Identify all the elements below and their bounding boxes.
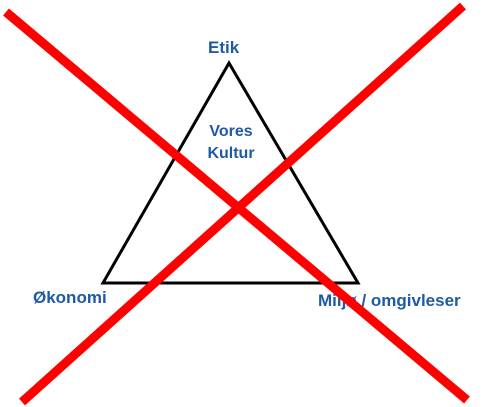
triangle-outline (100, 60, 361, 285)
cross-line-2 (18, 2, 467, 406)
top-label: Etik (208, 38, 240, 57)
center-label: Vores Kultur (191, 121, 271, 164)
center-label-line1: Vores (209, 123, 253, 140)
center-label-line2: Kultur (207, 144, 255, 162)
left-label: Økonomi (33, 288, 107, 307)
